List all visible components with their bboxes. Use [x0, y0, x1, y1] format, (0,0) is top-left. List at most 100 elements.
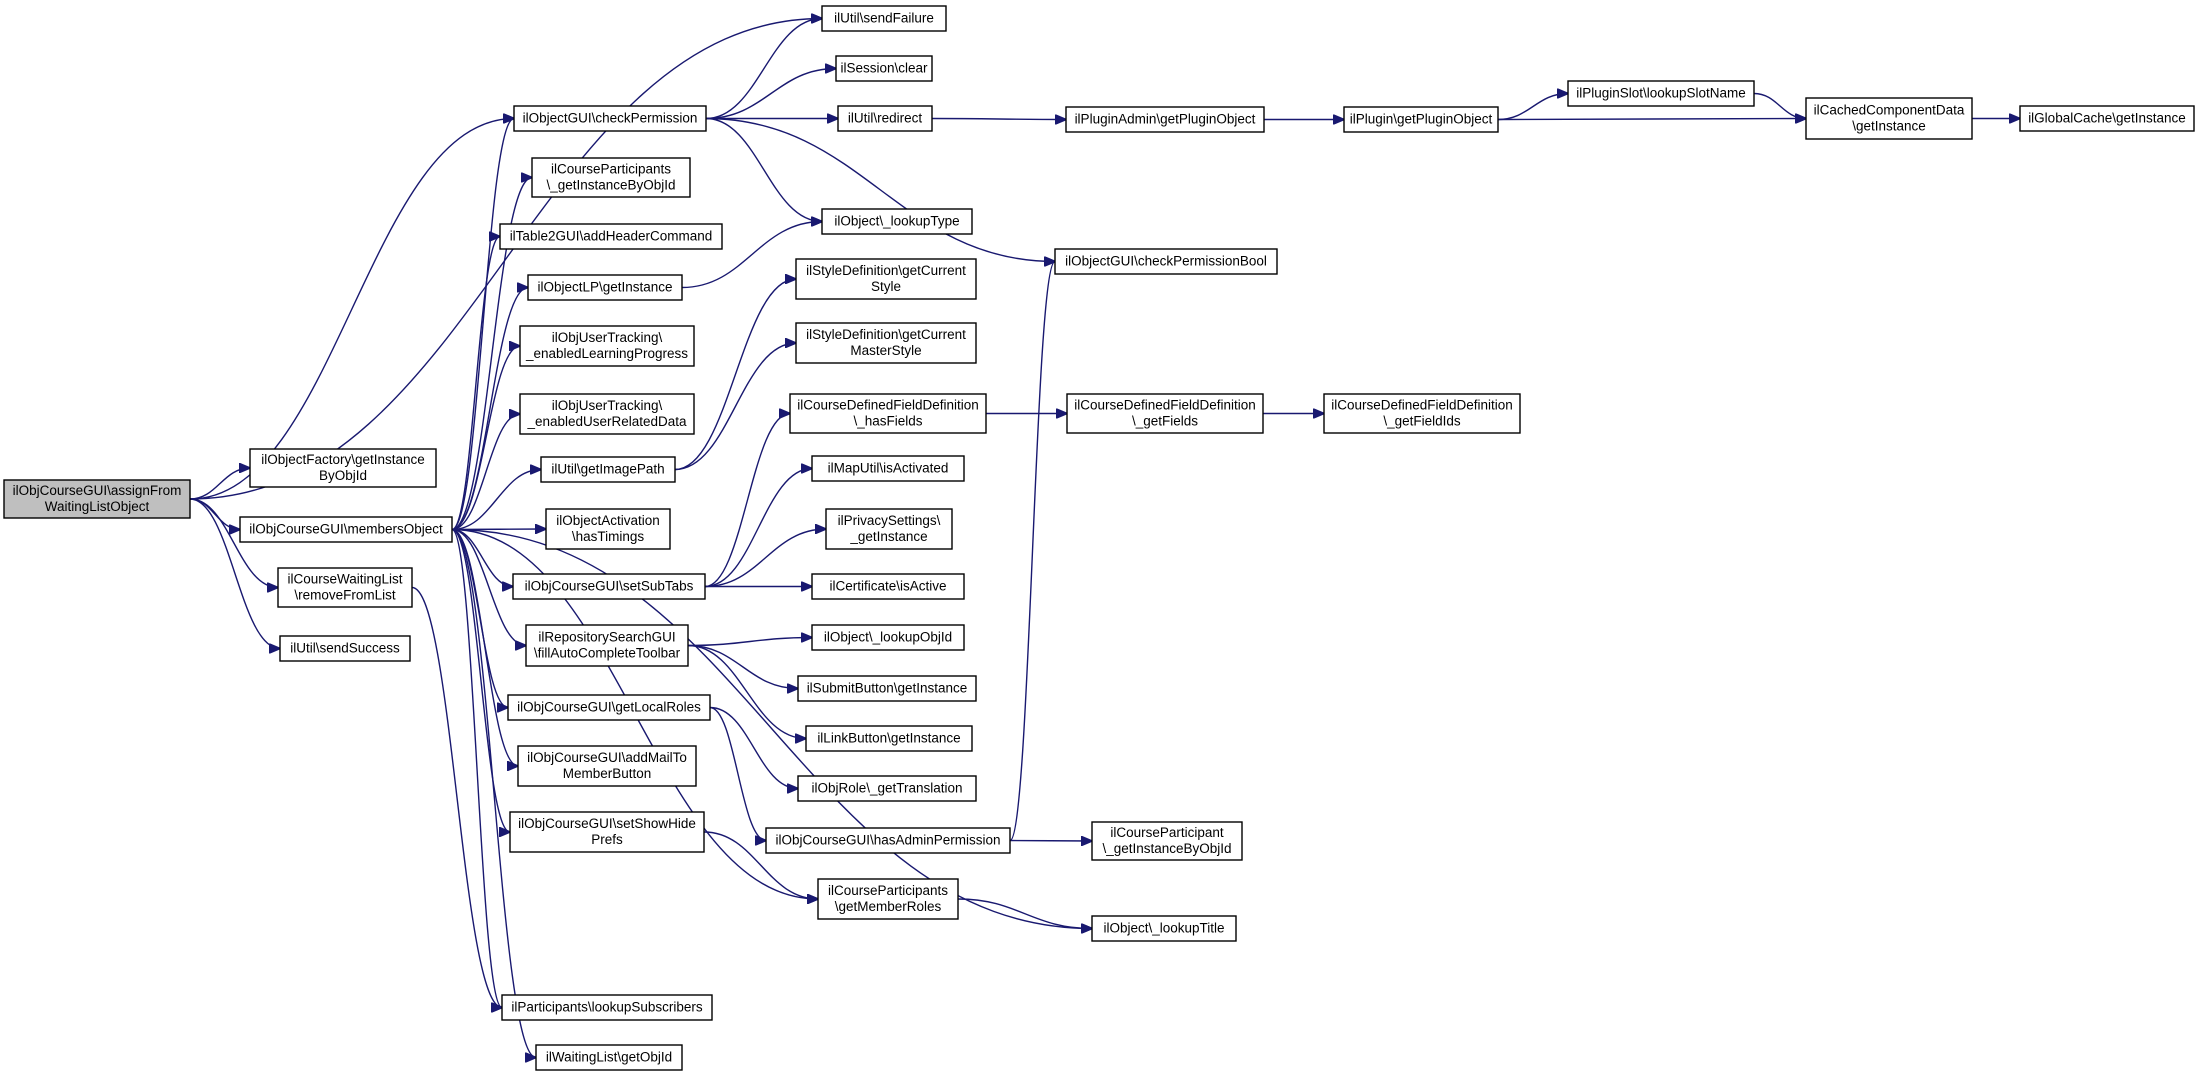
- node-repoSearch[interactable]: ilRepositorySearchGUI\fillAutoCompleteTo…: [525, 624, 689, 667]
- edge-root-to-checkPermission: [189, 119, 514, 500]
- node-box: [2019, 105, 2195, 132]
- node-courseParticipant[interactable]: ilCourseParticipant\_getInstanceByObjId: [1091, 821, 1243, 861]
- node-box: [789, 393, 987, 434]
- edge-setSubTabs-to-mapUtil: [704, 469, 812, 588]
- node-cachedComp[interactable]: ilCachedComponentData\getInstance: [1805, 97, 1973, 140]
- node-box: [1323, 393, 1521, 434]
- edge-waitingListRemove-to-lookupSubscribers: [411, 586, 502, 1008]
- node-label: ilObjRole\_getTranslation: [811, 781, 962, 796]
- node-label: ilObjectGUI\checkPermissionBool: [1065, 254, 1267, 269]
- node-objectFactory[interactable]: ilObjectFactory\getInstanceByObjId: [249, 448, 437, 488]
- edge-repoSearch-to-lookupObjId: [687, 638, 812, 647]
- node-box: [797, 675, 977, 702]
- edge-checkPermission-to-sessionClear: [705, 69, 836, 120]
- node-label: ilObjectGUI\checkPermission: [523, 111, 698, 126]
- node-sendSuccess[interactable]: ilUtil\sendSuccess: [279, 635, 411, 662]
- node-redirect[interactable]: ilUtil\redirect: [837, 105, 933, 132]
- edge-membersObject-to-enabledURD: [451, 414, 520, 531]
- edge-getImagePath-to-styleCurrent: [674, 279, 796, 471]
- node-lookupType[interactable]: ilObject\_lookupType: [821, 208, 973, 235]
- node-box: [1065, 106, 1265, 133]
- node-box: [821, 5, 947, 32]
- node-label: ilObjCourseGUI\membersObject: [249, 522, 443, 537]
- node-label: ilObjCourseGUI\setShowHide: [518, 816, 696, 831]
- node-hasAdminPerm[interactable]: ilObjCourseGUI\hasAdminPermission: [765, 827, 1011, 854]
- node-checkPermission[interactable]: ilObjectGUI\checkPermission: [513, 105, 707, 132]
- node-pluginGet[interactable]: ilPlugin\getPluginObject: [1343, 106, 1499, 133]
- node-label: ilStyleDefinition\getCurrent: [806, 327, 966, 342]
- node-waitingListRemove[interactable]: ilCourseWaitingList\removeFromList: [277, 567, 413, 608]
- node-label: ilRepositorySearchGUI: [538, 630, 675, 645]
- node-box: [517, 745, 697, 787]
- node-enabledLP[interactable]: ilObjUserTracking\_enabledLearningProgre…: [519, 325, 695, 367]
- node-box: [545, 508, 671, 550]
- node-getFields[interactable]: ilCourseDefinedFieldDefinition\_getField…: [1066, 393, 1264, 434]
- node-box: [525, 624, 689, 667]
- edge-getLocalRoles-to-hasAdminPerm: [709, 706, 766, 841]
- node-objRoleTrans[interactable]: ilObjRole\_getTranslation: [797, 775, 977, 802]
- node-lookupSubscribers[interactable]: ilParticipants\lookupSubscribers: [501, 994, 713, 1021]
- node-mapUtil[interactable]: ilMapUtil\isActivated: [811, 455, 965, 482]
- node-objectLP[interactable]: ilObjectLP\getInstance: [527, 274, 683, 301]
- node-certificate[interactable]: ilCertificate\isActive: [811, 573, 965, 600]
- node-label: \getMemberRoles: [835, 899, 942, 914]
- node-linkButton[interactable]: ilLinkButton\getInstance: [805, 725, 973, 752]
- node-getLocalRoles[interactable]: ilObjCourseGUI\getLocalRoles: [507, 694, 711, 721]
- node-hasFields[interactable]: ilCourseDefinedFieldDefinition\_hasField…: [789, 393, 987, 434]
- edge-membersObject-to-getImagePath: [451, 470, 541, 531]
- node-box: [795, 322, 977, 364]
- node-label: ilSession\clear: [840, 61, 928, 76]
- edge-root-to-objectFactory: [189, 468, 250, 500]
- node-box: [837, 105, 933, 132]
- edge-repoSearch-to-submitButton: [687, 644, 798, 689]
- edge-membersObject-to-waitingListObjId: [451, 528, 536, 1058]
- node-sessionClear[interactable]: ilSession\clear: [835, 55, 933, 82]
- node-lookupSlotName[interactable]: ilPluginSlot\lookupSlotName: [1567, 80, 1755, 107]
- node-submitButton[interactable]: ilSubmitButton\getInstance: [797, 675, 977, 702]
- edge-hasAdminPerm-to-courseParticipant: [1009, 841, 1092, 842]
- node-membersObject[interactable]: ilObjCourseGUI\membersObject: [239, 516, 453, 543]
- node-label: _getInstance: [849, 529, 927, 544]
- node-sendFailure[interactable]: ilUtil\sendFailure: [821, 5, 947, 32]
- node-root[interactable]: ilObjCourseGUI\assignFromWaitingListObje…: [3, 479, 191, 519]
- node-label: ilObjCourseGUI\hasAdminPermission: [775, 833, 1000, 848]
- edge-getMemberRoles-to-lookupTitle: [957, 898, 1092, 929]
- edge-membersObject-to-lookupSubscribers: [451, 528, 502, 1008]
- node-setSubTabs[interactable]: ilObjCourseGUI\setSubTabs: [512, 573, 706, 600]
- node-globalCache[interactable]: ilGlobalCache\getInstance: [2019, 105, 2195, 132]
- edge-membersObject-to-courseParticipantsInst: [451, 178, 532, 531]
- node-objActivation[interactable]: ilObjectActivation\hasTimings: [545, 508, 671, 550]
- node-checkPermBool[interactable]: ilObjectGUI\checkPermissionBool: [1054, 248, 1278, 275]
- node-getFieldIds[interactable]: ilCourseDefinedFieldDefinition\_getField…: [1323, 393, 1521, 434]
- node-label: ilSubmitButton\getInstance: [807, 681, 968, 696]
- node-lookupObjId[interactable]: ilObject\_lookupObjId: [811, 624, 965, 651]
- node-box: [509, 811, 705, 853]
- edge-objectLP-to-lookupType: [681, 222, 822, 289]
- node-box: [835, 55, 933, 82]
- edge-hasAdminPerm-to-checkPermBool: [1009, 262, 1055, 842]
- node-box: [499, 223, 723, 250]
- node-courseParticipantsInst[interactable]: ilCourseParticipants\_getInstanceByObjId: [531, 157, 691, 198]
- node-getMemberRoles[interactable]: ilCourseParticipants\getMemberRoles: [817, 878, 959, 920]
- node-label: ilObjectFactory\getInstance: [261, 452, 425, 467]
- node-label: ilCourseParticipant: [1110, 825, 1224, 840]
- edge-pluginGet-to-lookupSlotName: [1497, 94, 1568, 121]
- node-lookupTitle[interactable]: ilObject\_lookupTitle: [1091, 915, 1237, 942]
- edge-membersObject-to-objectLP: [451, 288, 528, 531]
- node-label: ilStyleDefinition\getCurrent: [806, 263, 966, 278]
- node-getImagePath[interactable]: ilUtil\getImagePath: [540, 456, 676, 483]
- node-label: ilObject\_lookupTitle: [1103, 921, 1224, 936]
- node-enabledURD[interactable]: ilObjUserTracking\_enabledUserRelatedDat…: [519, 393, 695, 435]
- node-table2gui[interactable]: ilTable2GUI\addHeaderCommand: [499, 223, 723, 250]
- node-label: MemberButton: [563, 766, 652, 781]
- node-pluginAdmin[interactable]: ilPluginAdmin\getPluginObject: [1065, 106, 1265, 133]
- node-privacySettings[interactable]: ilPrivacySettings\_getInstance: [825, 508, 953, 550]
- node-label: \getInstance: [1852, 119, 1926, 134]
- node-waitingListObjId[interactable]: ilWaitingList\getObjId: [535, 1044, 683, 1071]
- node-box: [1066, 393, 1264, 434]
- node-box: [797, 775, 977, 802]
